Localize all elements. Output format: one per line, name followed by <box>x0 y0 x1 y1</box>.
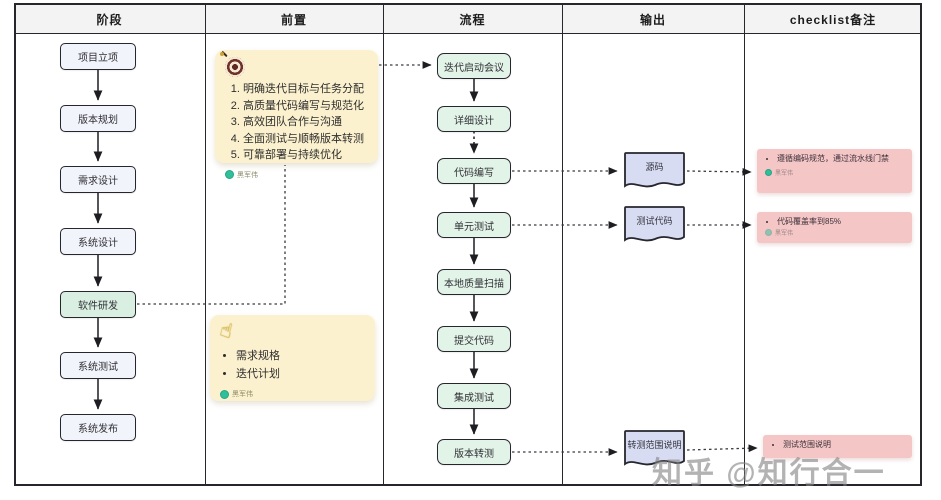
document-icon <box>624 152 685 188</box>
input-item: 需求规格 <box>236 348 365 366</box>
checklist-text: 代码覆盖率到85% <box>777 216 904 227</box>
process-label: 本地质量扫描 <box>444 278 504 290</box>
watermark: 知乎 @知行合一 <box>652 457 886 490</box>
process-label: 提交代码 <box>454 335 494 347</box>
checklist-note-coverage[interactable]: 代码覆盖率到85% 黑军伟 <box>757 212 912 243</box>
pre-note-goals[interactable]: 明确迭代目标与任务分配 高质量代码编写与规范化 高效团队合作与沟通 全面测试与顺… <box>215 50 378 179</box>
stage-label: 系统设计 <box>78 238 118 249</box>
stage-node-project-init[interactable]: 项目立项 <box>60 43 136 70</box>
stage-node-software-dev[interactable]: 软件研发 <box>60 291 136 318</box>
process-node-integration[interactable]: 集成测试 <box>437 383 511 409</box>
checklist-text: 测试范围说明 <box>783 439 904 450</box>
process-node-unit-test[interactable]: 单元测试 <box>437 212 511 238</box>
process-node-commit[interactable]: 提交代码 <box>437 326 511 352</box>
input-item: 迭代计划 <box>236 366 365 384</box>
document-icon <box>624 206 685 242</box>
stage-node-requirement[interactable]: 需求设计 <box>60 166 136 193</box>
checklist-note-handover[interactable]: 测试范围说明 <box>763 435 912 458</box>
doc-label: 转测范围说明 <box>627 440 682 450</box>
stage-node-system-release[interactable]: 系统发布 <box>60 414 136 441</box>
author-name: 黑军伟 <box>237 171 258 179</box>
stage-label: 版本规划 <box>78 115 118 126</box>
stage-node-system-design[interactable]: 系统设计 <box>60 228 136 255</box>
process-node-local-scan[interactable]: 本地质量扫描 <box>437 269 511 295</box>
process-label: 集成测试 <box>454 392 494 404</box>
process-label: 单元测试 <box>454 221 494 233</box>
stage-node-system-test[interactable]: 系统测试 <box>60 352 136 379</box>
column-divider <box>744 3 745 486</box>
author-chip: 黑军伟 <box>765 168 904 177</box>
output-doc-testcode[interactable]: 测试代码 <box>623 205 686 247</box>
goal-item: 全面测试与顺畅版本转测 <box>243 131 368 148</box>
header-row <box>14 3 922 34</box>
avatar <box>765 169 772 177</box>
goal-list: 明确迭代目标与任务分配 高质量代码编写与规范化 高效团队合作与沟通 全面测试与顺… <box>225 81 368 164</box>
author-chip: 黑军伟 <box>765 228 904 237</box>
stage-label: 系统发布 <box>78 424 118 435</box>
column-header-process: 流程 <box>459 12 486 27</box>
stage-node-version-plan[interactable]: 版本规划 <box>60 105 136 132</box>
process-label: 迭代启动会议 <box>444 62 504 74</box>
author-name: 黑军伟 <box>775 171 794 178</box>
pre-note-inputs[interactable]: ☝ 需求规格 迭代计划 黑军伟 <box>210 315 375 401</box>
column-header-pre: 前置 <box>280 12 307 27</box>
process-node-kickoff[interactable]: 迭代启动会议 <box>437 53 511 79</box>
column-header-stage: 阶段 <box>96 12 123 27</box>
author-name: 黑军伟 <box>775 231 794 238</box>
document-icon <box>624 430 685 466</box>
column-header-checklist: checklist备注 <box>789 12 877 27</box>
avatar <box>225 170 234 179</box>
author-chip: 黑军伟 <box>220 389 365 399</box>
column-divider <box>205 3 206 486</box>
process-node-detail-design[interactable]: 详细设计 <box>437 106 511 132</box>
author-name: 黑军伟 <box>232 391 253 399</box>
avatar <box>765 229 772 237</box>
stage-label: 系统测试 <box>78 362 118 373</box>
output-doc-source[interactable]: 源码 <box>623 151 686 193</box>
column-divider <box>383 3 384 486</box>
stage-label: 需求设计 <box>78 176 118 187</box>
doc-label: 测试代码 <box>636 216 673 226</box>
process-label: 版本转测 <box>454 448 494 460</box>
output-doc-handover-scope[interactable]: 转测范围说明 <box>623 429 686 471</box>
checklist-note-coding[interactable]: 遵循编码规范，通过流水线门禁 黑军伟 <box>757 149 912 193</box>
goal-item: 高质量代码编写与规范化 <box>243 98 368 115</box>
doc-label: 源码 <box>645 162 664 172</box>
process-label: 详细设计 <box>454 115 494 127</box>
process-node-handover[interactable]: 版本转测 <box>437 439 511 465</box>
pointing-hand-icon: ☝ <box>217 318 235 344</box>
goal-item: 明确迭代目标与任务分配 <box>243 81 368 98</box>
checklist-text: 遵循编码规范，通过流水线门禁 <box>777 153 904 164</box>
author-chip: 黑军伟 <box>225 170 368 180</box>
process-node-coding[interactable]: 代码编写 <box>437 158 511 184</box>
goal-item: 高效团队合作与沟通 <box>243 114 368 131</box>
target-icon <box>220 52 245 77</box>
stage-label: 项目立项 <box>78 53 118 64</box>
column-header-output: 输出 <box>639 12 666 27</box>
stage-label: 软件研发 <box>78 301 118 312</box>
goal-item: 可靠部署与持续优化 <box>243 147 368 164</box>
column-divider <box>562 3 563 486</box>
process-label: 代码编写 <box>454 167 494 179</box>
input-list: 需求规格 迭代计划 <box>222 348 365 383</box>
avatar <box>220 389 229 399</box>
